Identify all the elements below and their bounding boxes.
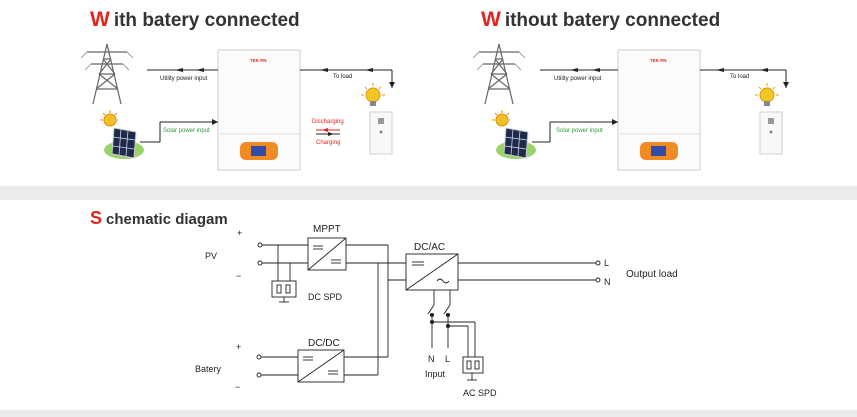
- dc-spd-label: DC SPD: [308, 292, 343, 302]
- solar-power-label: Solar power input: [163, 128, 210, 134]
- charging-label: Charging: [316, 140, 340, 146]
- inverter-icon: [617, 49, 701, 171]
- to-load-label: To load: [333, 74, 352, 80]
- heading-text: ithout batery connected: [504, 10, 721, 31]
- pv-minus-label: −: [236, 271, 241, 281]
- solar-panel-icon: [99, 109, 145, 160]
- inverter-icon: [217, 49, 301, 171]
- brand-logo: TEK PN: [250, 58, 267, 63]
- input-l-label: L: [445, 354, 450, 364]
- pv-plus-label: +: [237, 228, 242, 238]
- input-label: Input: [425, 369, 446, 379]
- heading-cap: W: [90, 8, 110, 31]
- brand-logo: TEK PN: [650, 58, 667, 63]
- schematic-diagram: [256, 237, 601, 383]
- discharging-label: Discharging: [312, 119, 344, 125]
- heading-text: chematic diagam: [106, 211, 228, 228]
- light-bulb-icon: [360, 82, 386, 107]
- heading-cap: W: [481, 8, 501, 31]
- solar-panel-icon: [491, 109, 537, 160]
- heading-text: ith batery connected: [113, 10, 300, 31]
- pv-label: PV: [205, 251, 217, 261]
- to-load-label: To load: [730, 74, 749, 80]
- output-n-label: N: [604, 277, 611, 287]
- section-divider: [0, 186, 857, 200]
- heading-cap: S: [90, 208, 103, 228]
- dcdc-label: DC/DC: [308, 338, 340, 349]
- power-tower-icon: [80, 43, 134, 105]
- solar-power-label: Solar power input: [556, 128, 603, 134]
- output-load-label: Output load: [626, 269, 678, 280]
- utility-power-label: Utility power input: [554, 76, 602, 82]
- battery-icon: [759, 111, 783, 155]
- input-n-label: N: [428, 354, 435, 364]
- utility-power-label: Utility power input: [160, 76, 208, 82]
- battery-minus-label: −: [235, 382, 240, 392]
- mppt-label: MPPT: [313, 224, 341, 235]
- with-battery-diagram: TEK PN Utility power input To load Solar…: [80, 43, 395, 171]
- battery-label: Batery: [195, 364, 222, 374]
- output-l-label: L: [604, 258, 609, 268]
- battery-icon: [369, 111, 393, 155]
- battery-plus-label: +: [236, 342, 241, 352]
- light-bulb-icon: [754, 82, 780, 107]
- bottom-divider: [0, 410, 857, 417]
- ac-spd-label: AC SPD: [463, 388, 497, 398]
- schematic-labels: + PV − MPPT DC SPD DC/DC + Batery − DC/A…: [195, 224, 678, 398]
- power-tower-icon: [472, 43, 526, 105]
- dcac-label: DC/AC: [414, 242, 445, 253]
- without-battery-diagram: TEK PN Utility power input To load Solar…: [472, 43, 789, 171]
